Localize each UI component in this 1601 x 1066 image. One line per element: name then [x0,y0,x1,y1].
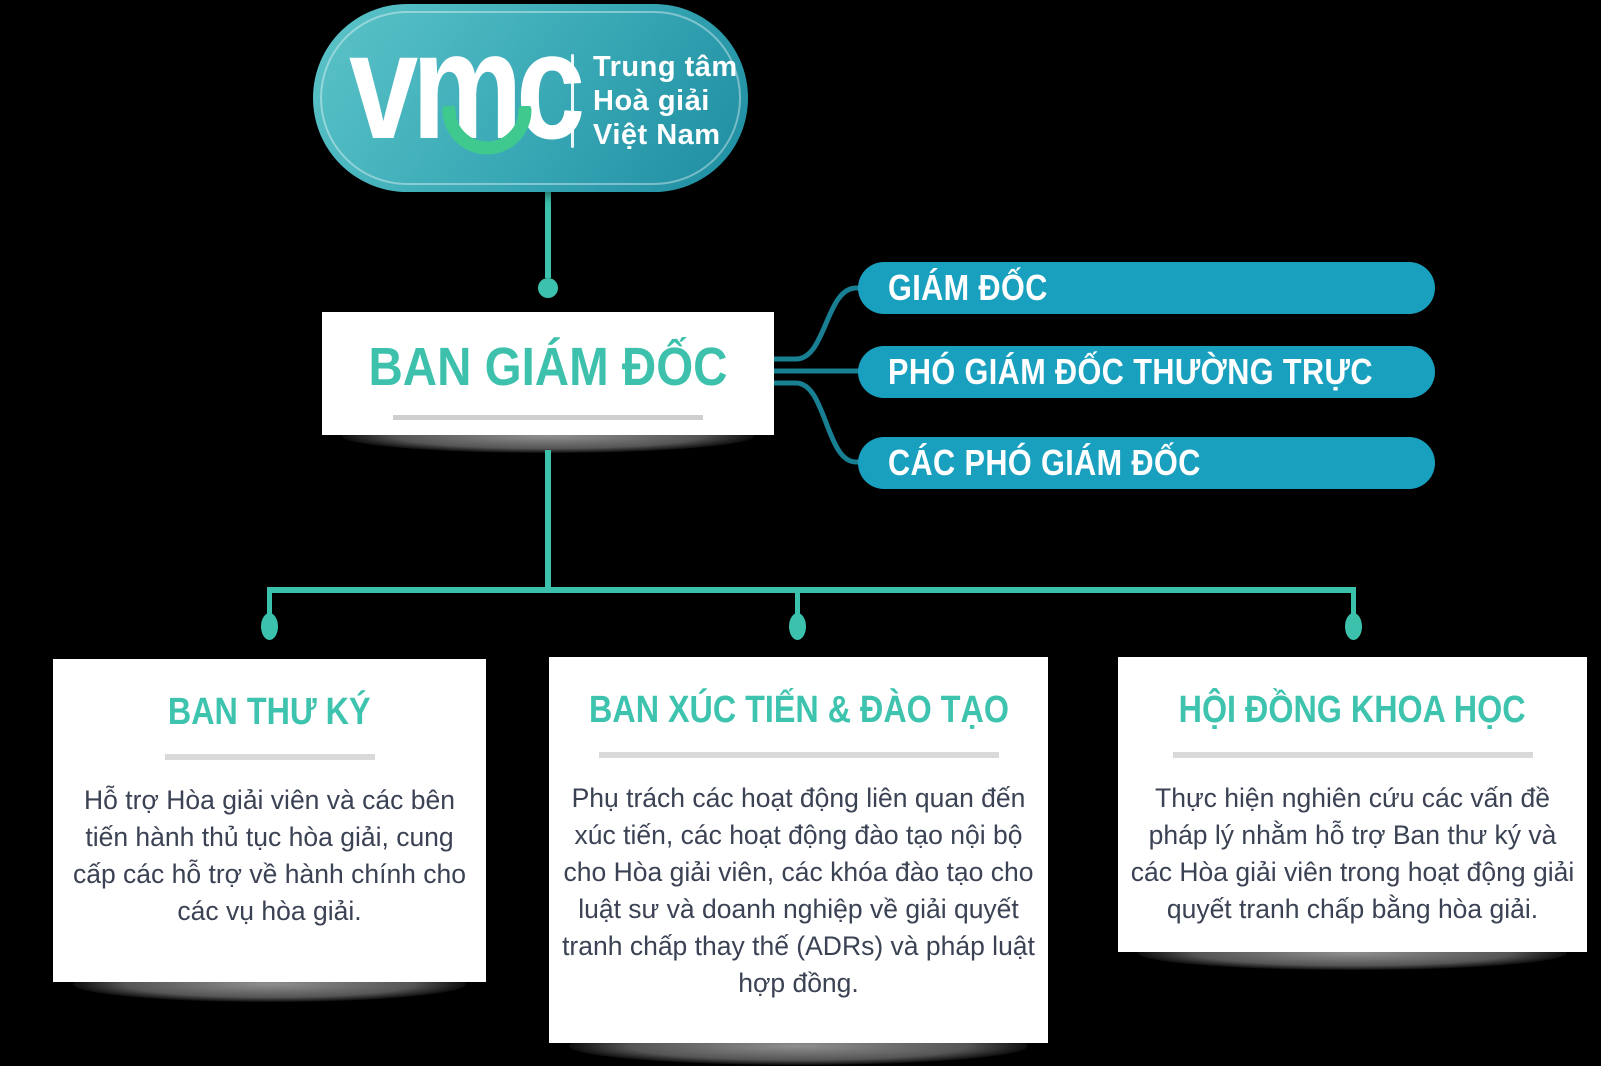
dept-title-underline-3 [1172,752,1533,758]
drop-line-right [1351,587,1356,619]
logo-tagline-line2: Hoà giải [593,85,710,117]
node-ban-thu-ky: BAN THƯ KÝ Hỗ trợ Hòa giải viên và các b… [53,659,486,982]
dept-description-1: Hỗ trợ Hòa giải viên và các bên tiến hàn… [72,785,467,926]
vmc-logo: vmc Trung tâm Hoà giải Việt Nam [313,4,748,192]
pill-giam-doc: GIÁM ĐỐC [858,262,1435,314]
root-top-dot [538,278,558,298]
logo-tagline: Trung tâm Hoà giải Việt Nam [593,50,738,152]
root-down-line [545,450,551,591]
drop-dot-left [261,613,278,640]
pill-cac-pho-giam-doc-label: CÁC PHÓ GIÁM ĐỐC [888,442,1201,483]
root-to-pills-bracket [774,285,874,465]
node-ban-giam-doc: BAN GIÁM ĐỐC [322,312,774,435]
dept-title-underline-1 [164,754,375,760]
logo-divider [571,54,574,148]
pill-giam-doc-label: GIÁM ĐỐC [888,267,1048,308]
dept-description-2: Phụ trách các hoạt động liên quan đến xú… [562,783,1035,998]
root-title: BAN GIÁM ĐỐC [368,336,728,397]
pill-cac-pho-giam-doc: CÁC PHÓ GIÁM ĐỐC [858,437,1435,489]
drop-dot-right [1345,613,1362,640]
dept-title-3: HỘI ĐỒNG KHOA HỌC [1179,689,1526,731]
root-title-underline [393,415,703,420]
logo-tagline-line3: Việt Nam [593,119,721,151]
logo-tagline-line1: Trung tâm [593,51,738,83]
dept-title-underline-2 [598,752,999,758]
node-ban-xuc-tien-dao-tao: BAN XÚC TIẾN & ĐÀO TẠO Phụ trách các hoạ… [549,657,1048,1043]
drop-line-left [267,587,272,619]
node-hoi-dong-khoa-hoc: HỘI ĐỒNG KHOA HỌC Thực hiện nghiên cứu c… [1118,657,1587,952]
drop-dot-middle [789,613,806,640]
dept-title-2: BAN XÚC TIẾN & ĐÀO TẠO [588,689,1009,731]
logo-to-root-line [545,190,551,278]
tree-horizontal-line [267,587,1356,593]
dept-title-1: BAN THƯ KÝ [168,691,371,733]
dept-description-3: Thực hiện nghiên cứu các vấn đề pháp lý … [1130,783,1575,924]
pill-pho-giam-doc-thuong-truc: PHÓ GIÁM ĐỐC THƯỜNG TRỰC [858,346,1435,398]
pill-pho-giam-doc-thuong-truc-label: PHÓ GIÁM ĐỐC THƯỜNG TRỰC [888,351,1373,392]
drop-line-middle [795,587,800,619]
smile-arc-icon [442,106,532,155]
logo-inner-border [320,11,741,185]
